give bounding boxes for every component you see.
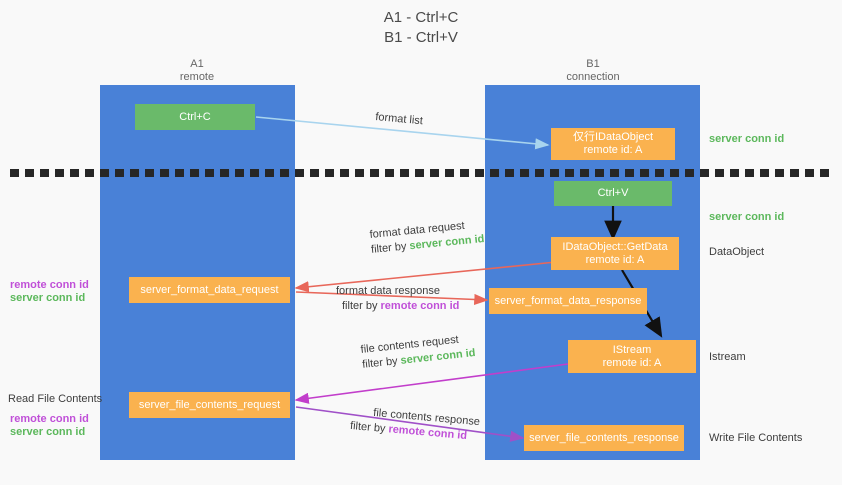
phase-separator-dashed-line bbox=[10, 169, 835, 177]
page-title: A1 - Ctrl+C B1 - Ctrl+V bbox=[0, 8, 842, 48]
annotation-server-conn-id-1: server conn id bbox=[10, 292, 86, 304]
filter-by-prefix: filter by bbox=[342, 300, 381, 312]
node-server-format-data-request[interactable]: server_format_data_request bbox=[129, 277, 290, 303]
node-server-file-contents-response[interactable]: server_file_contents_response bbox=[524, 425, 684, 451]
annotation-server-conn-id-top: server conn id bbox=[709, 133, 785, 145]
column-header-a1: A1 remote bbox=[97, 58, 297, 84]
annotation-server-conn-id-2: server conn id bbox=[10, 426, 86, 438]
node-server-format-data-request-label: server_format_data_request bbox=[140, 283, 279, 296]
node-ctrl-c-label: Ctrl+C bbox=[179, 110, 211, 123]
column-header-b1: B1 connection bbox=[493, 58, 693, 84]
node-istream[interactable]: IStream remote id: A bbox=[568, 340, 696, 373]
token-remote-conn-id: remote conn id bbox=[380, 300, 460, 312]
node-server-format-data-response[interactable]: server_format_data_response bbox=[489, 288, 647, 314]
title-line-2: B1 - Ctrl+V bbox=[384, 29, 458, 46]
node-server-file-contents-request-label: server_file_contents_request bbox=[138, 398, 281, 411]
filter-by-prefix: filter by bbox=[370, 240, 411, 256]
annotation-dataobject: DataObject bbox=[709, 246, 765, 258]
node-istream-line2: remote id: A bbox=[602, 356, 662, 369]
column-header-a1-sub: remote bbox=[179, 71, 215, 83]
node-istream-line1: IStream bbox=[612, 343, 652, 356]
node-idataobject[interactable]: 仅行IDataObject remote id: A bbox=[551, 128, 675, 160]
node-idataobject-getdata-line2: remote id: A bbox=[585, 253, 645, 266]
title-line-1: A1 - Ctrl+C bbox=[383, 9, 459, 26]
annotation-write-file-contents: Write File Contents bbox=[709, 432, 803, 444]
annotation-istream: Istream bbox=[709, 351, 746, 363]
node-server-file-contents-response-label: server_file_contents_response bbox=[529, 431, 679, 444]
edge-label-format-list: format list bbox=[375, 110, 424, 129]
column-header-a1-name: A1 bbox=[190, 58, 204, 70]
edge-label-file-contents-response: file contents response filter by remote … bbox=[349, 404, 481, 445]
node-server-format-data-response-label: server_format_data_response bbox=[494, 294, 642, 307]
node-idataobject-line1: 仅行IDataObject bbox=[572, 131, 654, 143]
node-ctrl-v-label: Ctrl+V bbox=[597, 187, 629, 199]
node-idataobject-getdata-line1: IDataObject::GetData bbox=[562, 240, 668, 253]
edge-label-format-data-response-line1: format data response bbox=[336, 285, 440, 297]
edge-label-format-data-response-line2: filter by remote conn id bbox=[336, 299, 459, 314]
annotation-read-file-contents: Read File Contents bbox=[8, 393, 103, 405]
filter-by-prefix: filter by bbox=[361, 354, 402, 371]
node-ctrl-v[interactable]: Ctrl+V bbox=[554, 181, 672, 206]
filter-by-prefix: filter by bbox=[349, 419, 389, 436]
node-idataobject-line2: remote id: A bbox=[583, 144, 643, 156]
edge-label-format-list-text: format list bbox=[374, 110, 424, 128]
edge-label-format-data-request: format data request filter by server con… bbox=[369, 217, 485, 258]
column-header-b1-name: B1 bbox=[586, 58, 600, 70]
annotation-server-conn-id-mid: server conn id bbox=[709, 211, 785, 223]
node-ctrl-c[interactable]: Ctrl+C bbox=[135, 104, 255, 130]
annotation-remote-conn-id-2: remote conn id bbox=[10, 413, 89, 425]
edge-label-file-contents-request: file contents request filter by server c… bbox=[360, 331, 476, 373]
edge-label-format-data-response: format data response filter by remote co… bbox=[336, 284, 459, 314]
node-idataobject-getdata[interactable]: IDataObject::GetData remote id: A bbox=[551, 237, 679, 270]
node-server-file-contents-request[interactable]: server_file_contents_request bbox=[129, 392, 290, 418]
annotation-remote-conn-id-1: remote conn id bbox=[10, 279, 89, 291]
column-header-b1-sub: connection bbox=[566, 71, 620, 83]
